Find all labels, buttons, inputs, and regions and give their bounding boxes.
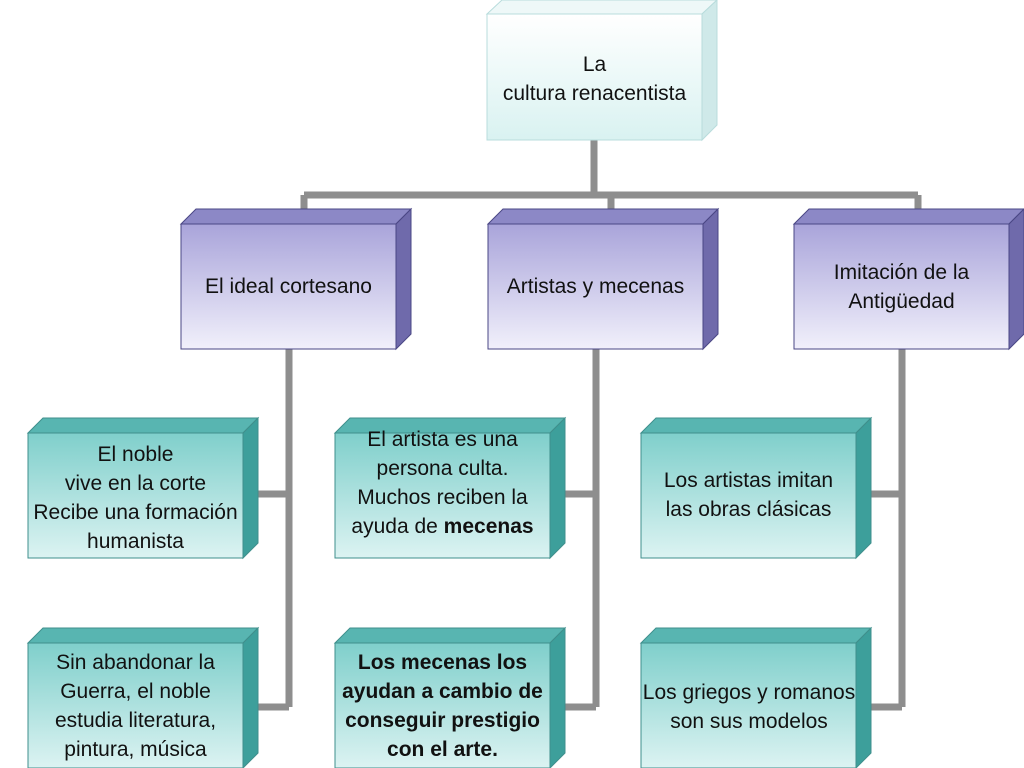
branch-1-title: El ideal cortesano <box>205 275 372 298</box>
root-node-label: La cultura renacentista <box>487 44 702 114</box>
branch-node-1 <box>179 207 413 351</box>
leaf-1-2-line-3: estudia literatura, <box>54 709 217 732</box>
root-label-line-1: La <box>582 53 607 76</box>
leaf-node-3-2 <box>639 626 873 768</box>
leaf-node-3-2-top <box>639 627 873 644</box>
connectors <box>258 140 922 711</box>
leaf-2-1-line-4-plain: ayuda de <box>351 515 444 538</box>
leaf-1-1-label: El noble vive en la corte Recibe una for… <box>17 440 254 556</box>
leaf-node-3-1 <box>639 416 873 560</box>
leaf-node-1-1-top <box>26 417 260 434</box>
leaf-2-2-line-1: Los mecenas los <box>357 651 528 674</box>
branch-3-title-line-1: Imitación de la <box>833 260 970 284</box>
leaf-3-1-line-1: Los artistas imitan <box>663 469 834 492</box>
root-node-top <box>485 0 718 15</box>
branch-node-3-top <box>792 208 1024 225</box>
leaf-1-2-line-2: Guerra, el noble <box>60 680 211 703</box>
leaf-2-1-line-1: El artista es una <box>367 428 518 451</box>
leaf-2-1-label: El artista es una persona culta. Muchos … <box>324 425 561 541</box>
root-label-line-2: cultura renacentista <box>502 82 687 105</box>
branch-3-title-line-2: Antigüedad <box>848 289 955 313</box>
leaf-1-1-line-4: humanista <box>87 530 184 553</box>
branch-node-2-face <box>487 223 704 350</box>
root-node-face <box>486 13 703 141</box>
leaf-2-1-line-4-bold: mecenas <box>443 515 534 538</box>
leaf-3-1-line-2: las obras clásicas <box>665 498 832 521</box>
branch-node-2-top <box>486 208 720 225</box>
leaf-1-1-line-2: vive en la corte <box>64 472 207 495</box>
leaf-3-2-line-2: son sus modelos <box>670 710 828 733</box>
leaf-node-3-1-top <box>639 417 873 434</box>
leaf-1-1-line-1: El noble <box>97 443 174 466</box>
leaf-node-2-1-face <box>334 432 551 559</box>
leaf-2-2-line-3: conseguir prestigio <box>345 709 540 732</box>
leaf-node-3-2-face <box>640 642 857 768</box>
leaf-node-1-1-face <box>27 432 244 559</box>
leaf-1-2-line-1: Sin abandonar la <box>56 651 215 674</box>
leaf-3-2-label: Los griegos y romanos son sus modelos <box>614 677 884 737</box>
leaf-2-2-line-2: ayudan a cambio de <box>342 680 543 703</box>
branch-node-1-top <box>179 208 413 225</box>
leaf-node-1-1 <box>26 416 260 560</box>
branch-node-3 <box>792 208 1024 351</box>
leaf-1-1-line-3: Recibe una formación <box>33 501 238 524</box>
branch-node-3-side <box>1008 208 1024 351</box>
root-node-side <box>701 0 718 142</box>
branch-1-label: El ideal cortesano <box>181 224 396 349</box>
leaf-node-1-2 <box>26 626 260 768</box>
leaf-node-1-2-top <box>26 627 260 644</box>
leaf-node-2-1 <box>333 416 567 560</box>
leaf-2-1-line-3: Muchos reciben la <box>357 486 528 509</box>
leaf-2-1-line-4: ayuda de mecenas <box>351 512 533 541</box>
leaf-node-1-2-face <box>27 642 244 768</box>
branch-node-2-side <box>702 207 719 351</box>
leaf-3-1-label: Los artistas imitan las obras clásicas <box>630 465 867 525</box>
branch-2-title: Artistas y mecenas <box>506 275 685 298</box>
leaf-node-2-2-top <box>333 627 567 644</box>
leaf-node-2-2-face <box>334 642 551 768</box>
leaf-2-1-line-2: persona culta. <box>376 457 509 480</box>
branch-3-label: Imitación de la Antigüedad <box>794 224 1009 349</box>
branch-node-1-side <box>395 207 412 351</box>
leaf-node-3-1-face <box>640 432 857 559</box>
leaf-2-2-label: Los mecenas los ayudan a cambio de conse… <box>324 648 561 764</box>
branch-node-2 <box>486 207 720 351</box>
leaf-1-2-line-4: pintura, música <box>64 738 207 761</box>
branch-node-1-face <box>180 223 397 350</box>
branch-2-label: Artistas y mecenas <box>488 224 703 349</box>
leaf-3-2-line-1: Los griegos y romanos <box>642 681 856 704</box>
leaf-2-2-line-4: con el arte. <box>387 738 498 761</box>
root-node <box>485 0 718 142</box>
leaf-1-2-label: Sin abandonar la Guerra, el noble estudi… <box>17 648 254 764</box>
leaf-node-2-2 <box>333 626 567 768</box>
branch-node-3-face <box>793 223 1010 350</box>
